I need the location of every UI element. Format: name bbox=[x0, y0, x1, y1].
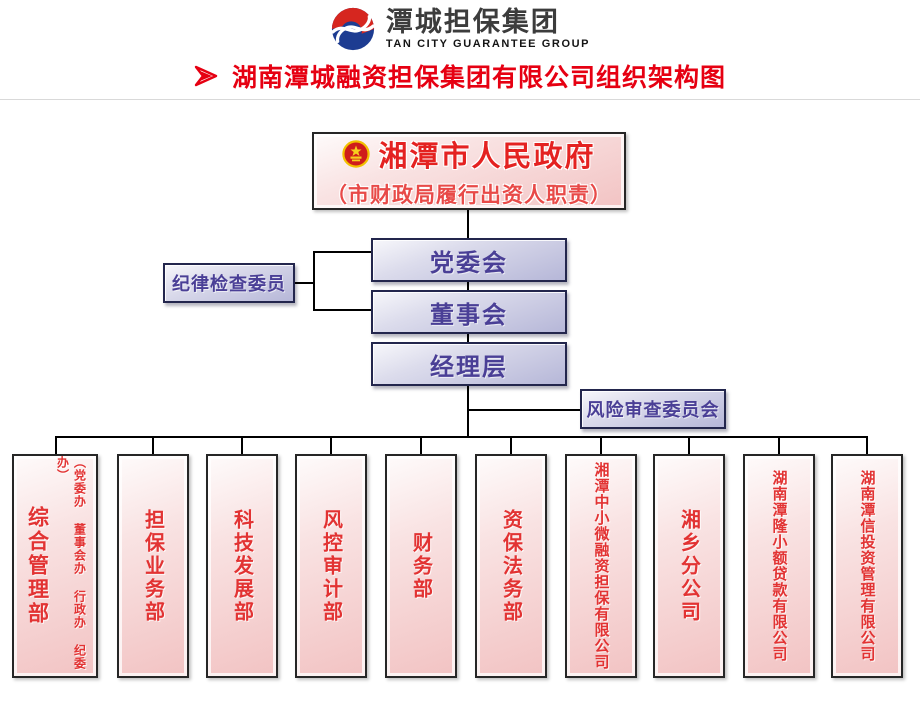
red-arrow-icon bbox=[194, 65, 218, 87]
discipline-committee-label: 纪律检查委员 bbox=[172, 274, 286, 294]
node-tanlong-microloan-co: 湖南潭隆小额贷款有限公司 bbox=[743, 454, 815, 678]
node-asset-legal-dept: 资保法务部 bbox=[475, 454, 547, 678]
node-tanxin-investment-co: 湖南潭信投资管理有限公司 bbox=[831, 454, 903, 678]
node-guarantee-business-dept: 担保业务部 bbox=[117, 454, 189, 678]
connector-risk-committee bbox=[468, 409, 580, 411]
connector-mgmt-depts bbox=[467, 386, 469, 436]
stub-dept-3 bbox=[241, 436, 243, 454]
stub-dept-2 bbox=[152, 436, 154, 454]
node-discipline-committee: 纪律检查委员 bbox=[163, 263, 295, 303]
title-row: 湖南潭城融资担保集团有限公司组织架构图 bbox=[0, 58, 920, 94]
node-government: 湘潭市人民政府 （市财政局履行出资人职责） bbox=[312, 132, 626, 210]
node-finance-dept: 财务部 bbox=[385, 454, 457, 678]
stub-dept-6 bbox=[510, 436, 512, 454]
dept-label: 风控审计部 bbox=[319, 508, 342, 624]
node-board-of-directors: 董事会 bbox=[371, 290, 567, 334]
connector-discipline-to-board bbox=[313, 309, 371, 311]
management-label: 经理层 bbox=[430, 353, 508, 381]
risk-committee-label: 风险审查委员会 bbox=[586, 400, 720, 420]
dept-label: 财务部 bbox=[409, 531, 432, 601]
node-party-committee: 党委会 bbox=[371, 238, 567, 282]
connector-discipline-bracket bbox=[313, 251, 315, 311]
connector-board-mgmt bbox=[467, 334, 469, 342]
dept-sublabel: （党委办 董事会办 行政办 纪委办） bbox=[55, 456, 87, 670]
node-management-layer: 经理层 bbox=[371, 342, 567, 386]
logo-tagline: TAN CITY GUARANTEE GROUP bbox=[385, 38, 591, 51]
government-name: 湘潭市人民政府 bbox=[378, 141, 596, 173]
dept-label: 资保法务部 bbox=[499, 508, 522, 624]
connector-discipline-to-party bbox=[313, 251, 371, 253]
dept-label: 湖南潭隆小额贷款有限公司 bbox=[770, 470, 788, 662]
dept-label: 综合管理部 bbox=[25, 506, 49, 626]
node-general-management-dept: 综合管理部 （党委办 董事会办 行政办 纪委办） bbox=[12, 454, 98, 678]
dept-label: 湘乡分公司 bbox=[677, 508, 700, 624]
stub-dept-7 bbox=[600, 436, 602, 454]
connector-party-board bbox=[467, 282, 469, 290]
node-risk-committee: 风险审查委员会 bbox=[580, 389, 726, 429]
header-divider bbox=[0, 99, 920, 100]
dept-label: 担保业务部 bbox=[141, 508, 164, 624]
stub-dept-5 bbox=[420, 436, 422, 454]
node-tech-development-dept: 科技发展部 bbox=[206, 454, 278, 678]
party-committee-label: 党委会 bbox=[430, 249, 508, 277]
government-subtitle: （市财政局履行出资人职责） bbox=[326, 184, 612, 207]
dept-label: 湘潭中小微融资担保有限公司 bbox=[592, 462, 610, 670]
connector-gov-party bbox=[467, 210, 469, 238]
board-label: 董事会 bbox=[430, 301, 508, 329]
connector-distribution-bar bbox=[55, 436, 868, 438]
page-title: 湖南潭城融资担保集团有限公司组织架构图 bbox=[231, 64, 726, 92]
stub-dept-1 bbox=[55, 436, 57, 454]
national-emblem-icon bbox=[342, 140, 371, 168]
stub-dept-9 bbox=[778, 436, 780, 454]
connector-discipline-stub bbox=[295, 282, 313, 284]
dept-label: 科技发展部 bbox=[230, 508, 253, 624]
company-logo-icon bbox=[331, 7, 375, 51]
logo: 潭城担保集团 TAN CITY GUARANTEE GROUP bbox=[0, 6, 920, 52]
node-xiangxiang-branch: 湘乡分公司 bbox=[653, 454, 725, 678]
dept-label: 湖南潭信投资管理有限公司 bbox=[858, 470, 876, 662]
logo-name: 潭城担保集团 bbox=[385, 6, 560, 37]
stub-dept-8 bbox=[688, 436, 690, 454]
stub-dept-4 bbox=[330, 436, 332, 454]
node-risk-control-audit-dept: 风控审计部 bbox=[295, 454, 367, 678]
stub-dept-10 bbox=[866, 436, 868, 454]
node-xiangtan-sme-guarantee-co: 湘潭中小微融资担保有限公司 bbox=[565, 454, 637, 678]
